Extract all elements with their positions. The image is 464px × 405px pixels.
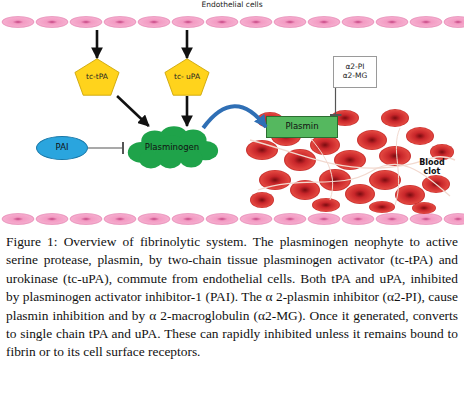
inhibition-line xyxy=(88,147,124,148)
endothelial-row-bottom xyxy=(2,214,464,225)
node-text: tc- uPA xyxy=(174,73,200,82)
zymogen-cloud: Plasminogen xyxy=(124,126,220,170)
figure-caption: Figure 1: Overview of fibrinolytic syste… xyxy=(6,233,458,362)
arrow-line xyxy=(186,96,189,126)
inhibitor-box: α2-PI α2-MG xyxy=(333,56,377,88)
node-text: Plasminogen xyxy=(145,143,199,153)
arrow-line xyxy=(96,30,99,58)
node-text: tc-tPA xyxy=(86,73,108,82)
endothelial-row-top xyxy=(2,17,464,28)
node-text: Plasmin xyxy=(285,122,318,132)
illustration-label: Blood clot xyxy=(414,158,450,176)
node-text: α2-PI α2-MG xyxy=(339,63,371,80)
inhibitor-ellipse: PAI xyxy=(36,136,88,160)
pentagon-fill xyxy=(165,59,209,95)
illustration xyxy=(0,0,464,230)
activator-pentagon: tc- uPA xyxy=(164,58,210,96)
arrow-line xyxy=(186,30,189,58)
enzyme-box: Plasmin xyxy=(266,116,338,138)
node-text: Endothelial cells xyxy=(201,1,262,10)
cell-band: Endothelial cells xyxy=(0,0,464,30)
arrow-line xyxy=(117,96,149,126)
node-text: PAI xyxy=(56,143,69,153)
diagram-stage: Endothelial cells tc-tPA tc- uPA α2-PI α2-M… xyxy=(0,0,464,230)
pentagon-fill xyxy=(75,59,119,95)
activator-pentagon: tc-tPA xyxy=(74,58,120,96)
curved-arrow xyxy=(203,106,266,128)
blood-clot xyxy=(246,109,455,214)
inhibition-line xyxy=(335,88,336,116)
